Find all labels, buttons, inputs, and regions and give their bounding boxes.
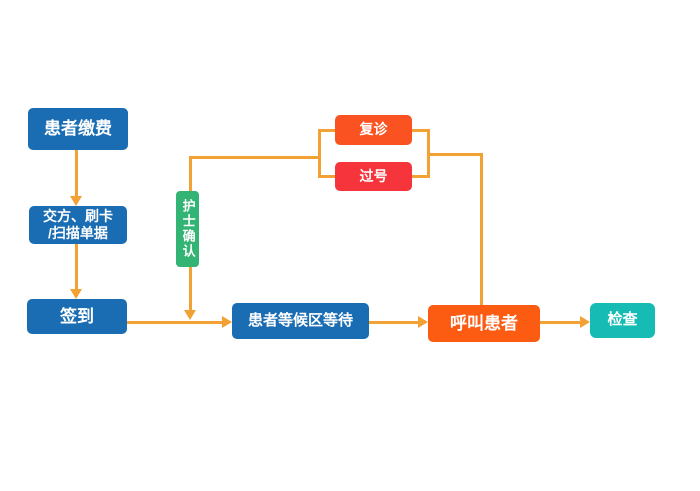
node-nurse-confirm-label: 护士确认 xyxy=(180,199,196,259)
node-waiting-area-label: 患者等候区等待 xyxy=(247,311,353,329)
node-swipe-scan-label-line2: /扫描单据 xyxy=(48,225,108,241)
node-call-patient: 呼叫患者 xyxy=(428,305,540,342)
arrowhead-down-icon xyxy=(184,310,196,320)
node-call-patient-label: 呼叫患者 xyxy=(450,313,518,333)
edge-down-to-call-patient-line xyxy=(480,153,483,305)
node-missed-number: 过号 xyxy=(335,162,412,191)
node-exam-label: 检查 xyxy=(607,311,638,329)
node-patient-pay: 患者缴费 xyxy=(28,108,128,150)
arrowhead-right-icon xyxy=(418,316,428,328)
edge-merge-across-line xyxy=(427,153,483,156)
node-missed-number-label: 过号 xyxy=(359,167,388,184)
arrowhead-down-icon xyxy=(70,196,82,206)
arrowhead-right-icon xyxy=(222,316,232,328)
node-sign-in: 签到 xyxy=(27,299,127,334)
node-swipe-scan-label-line1: 交方、刷卡 xyxy=(43,207,113,224)
edge-swipe-scan-to-sign-in-line xyxy=(75,244,78,289)
edge-call-to-exam-line xyxy=(540,321,580,324)
node-waiting-area: 患者等候区等待 xyxy=(232,303,369,339)
edge-nurse-confirm-down-line xyxy=(189,267,192,310)
edge-nurse-confirm-up-line xyxy=(189,157,192,191)
node-swipe-scan: 交方、刷卡 /扫描单据 xyxy=(29,206,127,244)
edge-missed-number-out-line xyxy=(412,175,430,178)
node-sign-in-label: 签到 xyxy=(60,306,94,326)
edge-to-follow-up-line xyxy=(318,129,335,132)
edge-waiting-to-call-line xyxy=(369,321,418,324)
node-patient-pay-label: 患者缴费 xyxy=(44,119,112,139)
node-exam: 检查 xyxy=(590,303,655,338)
node-nurse-confirm: 护士确认 xyxy=(176,191,199,267)
edge-nurse-confirm-across-line xyxy=(189,156,321,159)
node-follow-up-label: 复诊 xyxy=(359,121,388,138)
arrowhead-right-icon xyxy=(580,316,590,328)
edge-sign-in-to-waiting-line xyxy=(127,321,222,324)
edge-patient-pay-to-swipe-scan-line xyxy=(75,150,78,196)
edge-follow-up-out-line xyxy=(412,129,430,132)
node-follow-up: 复诊 xyxy=(335,115,412,145)
edge-to-missed-number-line xyxy=(318,175,335,178)
edge-left-splitter-line xyxy=(318,129,321,178)
arrowhead-down-icon xyxy=(70,289,82,299)
